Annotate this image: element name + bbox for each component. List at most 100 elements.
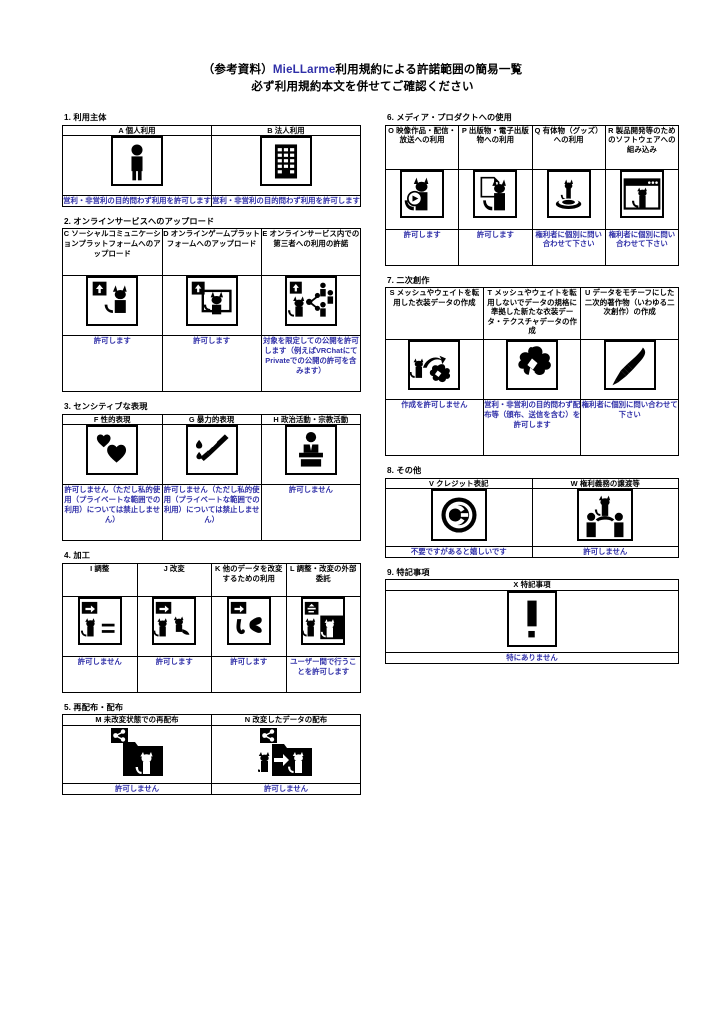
share-folder-cat-icon	[109, 726, 165, 779]
table-row-headers: V クレジット表記 W 権利義務の譲渡等	[385, 477, 679, 490]
hearts-icon	[86, 425, 139, 476]
right-column: 6. メディア・プロダクトへの使用 O 映像作品・配信・放送への利用 P 出版物…	[384, 112, 680, 673]
col-header-U: U データをモチーフにした二次的著作物（いわゆる二次創作）の作成	[580, 287, 679, 340]
section-7-derivative-works: 7. 二次創作 S メッシュやウェイトを転用した衣装データの作成 T メッシュや…	[385, 275, 679, 456]
note-cell-V: 不要ですがあると嬉しいです	[385, 546, 533, 558]
copyright-icon	[430, 489, 487, 542]
icon-cell-P	[458, 168, 533, 230]
section-heading: 8. その他	[387, 466, 422, 475]
note-cell-B: 営利・非営利の目的問わず利用を許可します	[211, 195, 361, 207]
cat-to-cloth-icon	[408, 340, 461, 390]
icon-cell-T	[482, 339, 582, 400]
podium-speaker-icon	[284, 425, 337, 476]
cat-transfer-people-icon	[577, 489, 634, 542]
cloth-new-icon	[506, 340, 559, 390]
building-icon	[260, 136, 312, 187]
table-row-notes: 特にありません	[385, 651, 679, 664]
col-header-G: G 暴力的表現	[161, 413, 262, 426]
note-cell-U: 権利者に個別に問い合わせて下さい	[580, 399, 679, 456]
table-row-icons	[385, 339, 679, 400]
icon-cell-A	[62, 135, 212, 197]
col-header-Q: Q 有体物（グッズ）への利用	[531, 124, 606, 170]
col-header-D: D オンラインゲームプラットフォームへのアップロード	[161, 228, 262, 277]
col-header-S: S メッシュやウェイトを転用した衣装データの作成	[385, 287, 484, 340]
col-header-V: V クレジット表記	[385, 477, 533, 490]
col-header-I: I 調整	[62, 562, 138, 597]
icon-cell-H	[260, 424, 362, 486]
section-1-usage-subject: 1. 利用主体 A 個人利用 B 法人利用	[62, 112, 361, 207]
icon-cell-N	[211, 725, 361, 785]
col-header-J: J 改変	[136, 562, 212, 597]
icon-cell-S	[385, 339, 484, 400]
col-header-H: H 政治活動・宗教活動	[260, 413, 362, 426]
section-heading: 2. オンラインサービスへのアップロード	[64, 216, 215, 226]
permission-table: S メッシュやウェイトを転用した衣装データの作成 T メッシュやウェイトを転用し…	[385, 287, 679, 456]
col-header-W: W 権利義務の譲渡等	[531, 477, 679, 490]
table-row-notes: 許可します 許可します 権利者に個別に問い合わせて下さい 権利者に個別に問い合わ…	[384, 228, 680, 266]
left-column: 1. 利用主体 A 個人利用 B 法人利用	[62, 112, 362, 804]
permission-table: A 個人利用 B 法人利用	[62, 124, 361, 207]
note-cell-N: 許可しません	[211, 783, 361, 795]
page-title: （参考資料）MieLLarme利用規約による許諾範囲の簡易一覧 必ず利用規約本文…	[0, 0, 725, 96]
note-cell-A: 営利・非営利の目的問わず利用を許可します	[62, 195, 212, 207]
permission-table: I 調整 J 改変 K 他のデータを改変するための利用 L 調整・改変の外部委託	[62, 562, 361, 693]
col-header-M: M 未改変状態での再配布	[62, 714, 212, 727]
note-cell-T: 営利・非営利の目的問わず配布等（頒布、送信を含む）を許可します	[482, 399, 582, 456]
icon-cell-K	[211, 595, 287, 657]
col-header-N: N 改変したデータの配布	[211, 714, 361, 727]
section-2-online-upload: 2. オンラインサービスへのアップロード C ソーシャルコミュニケーションプラッ…	[62, 216, 362, 393]
icon-cell-I	[62, 595, 138, 657]
icon-cell-L	[285, 595, 361, 657]
section-heading: 5. 再配布・配布	[64, 702, 124, 712]
icon-cell-M	[62, 725, 212, 785]
note-cell-D: 許可します	[161, 335, 262, 393]
share-folder-cat-modified-icon	[258, 726, 314, 779]
table-row-icons	[62, 595, 361, 657]
section-heading: 6. メディア・プロダクトへの使用	[387, 113, 512, 122]
table-row-headers: S メッシュやウェイトを転用した衣装データの作成 T メッシュやウェイトを転用し…	[385, 287, 679, 340]
note-cell-K: 許可します	[211, 655, 287, 693]
title-prefix: （参考資料）	[202, 64, 273, 76]
title-line-2: 必ず利用規約本文を併せてご確認ください	[251, 81, 474, 93]
cat-in-window-icon	[619, 169, 664, 218]
table-row-icons	[384, 168, 680, 230]
table-row-icons	[385, 488, 679, 548]
note-cell-X: 特にありません	[385, 651, 679, 664]
table-row-notes: 作成を許可しません 営利・非営利の目的問わず配布等（頒布、送信を含む）を許可しま…	[385, 399, 679, 456]
col-header-F: F 性的表現	[62, 413, 163, 426]
cat-modified-icon	[152, 596, 197, 645]
icon-cell-O	[384, 168, 460, 230]
note-cell-W: 許可しません	[531, 546, 679, 558]
col-header-L: L 調整・改変の外部委託	[285, 562, 361, 597]
permission-table: F 性的表現 G 暴力的表現 H 政治活動・宗教活動	[62, 413, 362, 542]
title-line-1: （参考資料）MieLLarme利用規約による許諾範囲の簡易一覧	[0, 62, 725, 79]
icon-cell-D	[161, 275, 262, 337]
col-header-O: O 映像作品・配信・放送への利用	[384, 124, 460, 170]
icon-cell-E	[260, 275, 362, 337]
note-cell-I: 許可しません	[62, 655, 138, 693]
note-cell-S: 作成を許可しません	[385, 399, 484, 456]
note-cell-J: 許可します	[136, 655, 212, 693]
permission-table: O 映像作品・配信・放送への利用 P 出版物・電子出版物への利用 Q 有体物（グ…	[384, 124, 680, 266]
table-row-headers: A 個人利用 B 法人利用	[62, 124, 361, 137]
title-suffix: 利用規約による許諾範囲の簡易一覧	[335, 64, 523, 76]
col-header-R: R 製品開発等のためのソフトウェアへの組み込み	[604, 124, 680, 170]
section-heading: 7. 二次創作	[387, 275, 430, 285]
section-5-redistribution: 5. 再配布・配布 M 未改変状態での再配布 N 改変したデータの配布	[62, 702, 361, 795]
brand-name: MieLLarme	[272, 64, 336, 76]
table-row-notes: 営利・非営利の目的問わず利用を許可します 営利・非営利の目的問わず利用を許可しま…	[62, 195, 361, 207]
person-icon	[111, 136, 163, 187]
col-header-K: K 他のデータを改変するための利用	[211, 562, 287, 597]
table-row-headers: F 性的表現 G 暴力的表現 H 政治活動・宗教活動	[62, 413, 362, 426]
note-cell-M: 許可しません	[62, 783, 212, 795]
permission-table: M 未改変状態での再配布 N 改変したデータの配布	[62, 714, 361, 795]
section-4-processing: 4. 加工 I 調整 J 改変 K 他のデータを改変するための利用 L 調整・改…	[62, 550, 361, 693]
section-heading: 4. 加工	[64, 551, 90, 561]
upload-cat-share-people-icon	[284, 276, 337, 327]
section-heading: 1. 利用主体	[64, 113, 107, 122]
icon-cell-G	[161, 424, 262, 486]
icon-cell-B	[211, 135, 361, 197]
cat-outsourcing-icon	[301, 596, 346, 645]
icon-cell-W	[531, 488, 679, 548]
note-cell-P: 許可します	[458, 228, 533, 266]
